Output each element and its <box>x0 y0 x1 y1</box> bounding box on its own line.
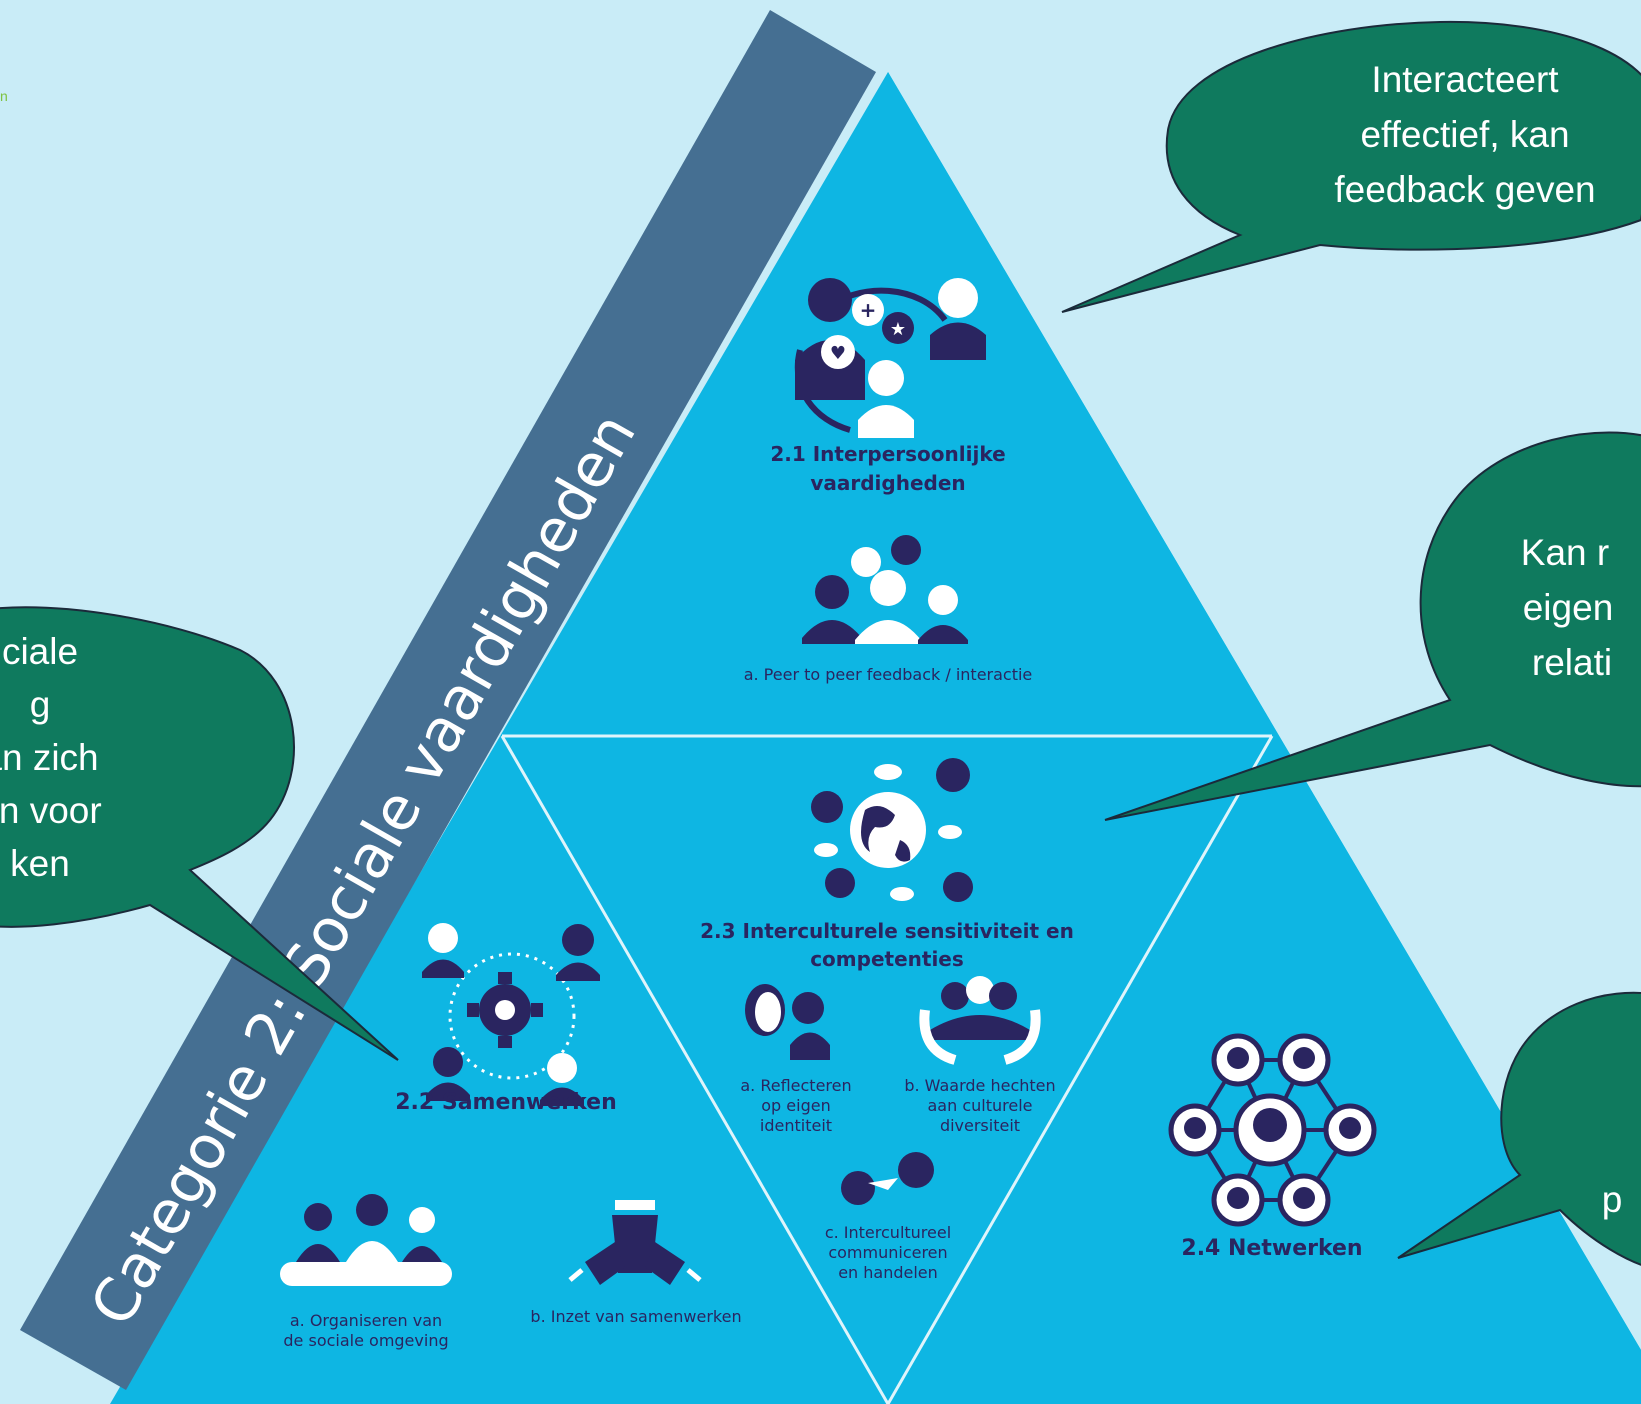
category-band <box>20 10 876 1390</box>
diversity-icon <box>919 976 1041 1065</box>
s23-sub-b-line2: aan culturele <box>928 1096 1033 1115</box>
organize-team-icon <box>280 1194 452 1286</box>
corner-text: n <box>0 88 8 104</box>
s23-title-line1: 2.3 Interculturele sensitiviteit en <box>700 919 1074 943</box>
s24-title: 2.4 Netwerken <box>1181 1236 1362 1261</box>
bubble-left-line4: en voor <box>0 790 102 831</box>
s23-sub-c-line2: communiceren <box>828 1243 947 1262</box>
intercultural-communication-icon <box>841 1152 934 1205</box>
s21-title-line1: 2.1 Interpersoonlijke <box>770 442 1005 466</box>
interpersonal-icon: + ★ ♥ <box>794 278 986 438</box>
s22-sub-b: b. Inzet van samenwerken <box>530 1307 741 1326</box>
bubble-top-right-line3: feedback geven <box>1334 169 1595 210</box>
svg-text:+: + <box>860 298 877 322</box>
bubble-left-line2: g <box>30 684 51 725</box>
teamwork-gear-icon <box>422 923 600 1106</box>
bubble-mid-right-line1: Kan r <box>1521 532 1609 573</box>
peer-feedback-icon <box>802 535 968 644</box>
bubble-left-line5: ken <box>10 843 70 884</box>
pyramid-right-fill <box>888 72 1641 1404</box>
s22-sub-a-line1: a. Organiseren van <box>290 1311 442 1330</box>
bubble-mid-right-line2: eigen <box>1523 587 1614 628</box>
s22-sub-a-line2: de sociale omgeving <box>283 1331 448 1350</box>
s23-sub-a-line1: a. Reflecteren <box>740 1076 851 1095</box>
s23-sub-c-line3: en handelen <box>838 1263 938 1282</box>
bubble-bottom-right-line1: p <box>1602 1179 1623 1220</box>
reflect-icon <box>745 984 830 1060</box>
s21-sub-a: a. Peer to peer feedback / interactie <box>744 665 1033 684</box>
speech-bubble-mid-right: Kan r eigen relati <box>1104 431 1641 821</box>
s23-sub-a-line3: identiteit <box>760 1116 832 1135</box>
speech-bubble-top-right: Interacteert effectief, kan feedback gev… <box>1061 20 1641 313</box>
speech-bubble-bottom-right: p <box>1397 991 1641 1266</box>
network-icon <box>1168 1033 1377 1227</box>
speech-bubble-left: ciale g an zich en voor ken <box>0 606 399 1061</box>
svg-text:★: ★ <box>890 319 906 340</box>
s23-title-line2: competenties <box>810 947 964 971</box>
svg-text:♥: ♥ <box>830 343 846 364</box>
bubble-left-line3: an zich <box>0 737 99 778</box>
s23-sub-b-line1: b. Waarde hechten <box>904 1076 1055 1095</box>
bubble-left-line1: ciale <box>2 631 78 672</box>
s22-title: 2.2 Samenwerken <box>395 1090 617 1115</box>
bubble-top-right-line1: Interacteert <box>1371 59 1559 100</box>
bubble-mid-right-line3: relati <box>1532 642 1612 683</box>
hands-together-icon <box>568 1200 702 1285</box>
s23-sub-a-line2: op eigen <box>761 1096 830 1115</box>
pyramid-dividers <box>500 734 1274 1404</box>
globe-icon <box>811 758 973 902</box>
bubble-top-right-line2: effectief, kan <box>1360 114 1569 155</box>
s23-sub-c-line1: c. Intercultureel <box>825 1223 951 1242</box>
s23-sub-b-line3: diversiteit <box>940 1116 1020 1135</box>
s21-title-line2: vaardigheden <box>810 471 965 495</box>
